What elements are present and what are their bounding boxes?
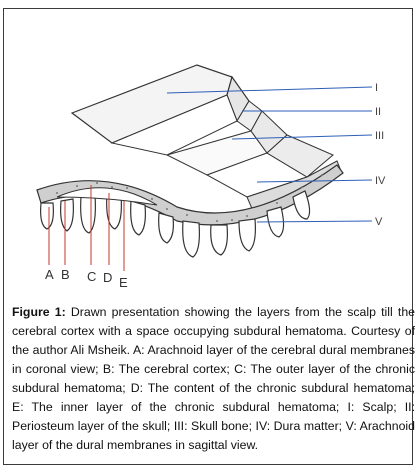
label-D: D [103,270,112,285]
label-I: I [375,82,378,94]
figure-caption: Figure 1: Drawn presentation showing the… [12,303,415,455]
label-B: B [61,267,70,282]
label-IV: IV [375,175,386,187]
label-II: II [375,106,381,118]
label-C: C [87,269,96,284]
caption-title: Figure 1: [12,305,66,319]
label-A: A [45,267,54,282]
caption-text: Drawn presentation showing the layers fr… [12,305,416,452]
figure-frame: I II III IV V A B C D E Figure 1: Drawn … [3,8,415,465]
label-E: E [119,275,128,290]
brain-layers-illustration: I II III IV V A B C D E [17,25,412,296]
label-V: V [375,216,383,228]
label-III: III [375,130,384,142]
